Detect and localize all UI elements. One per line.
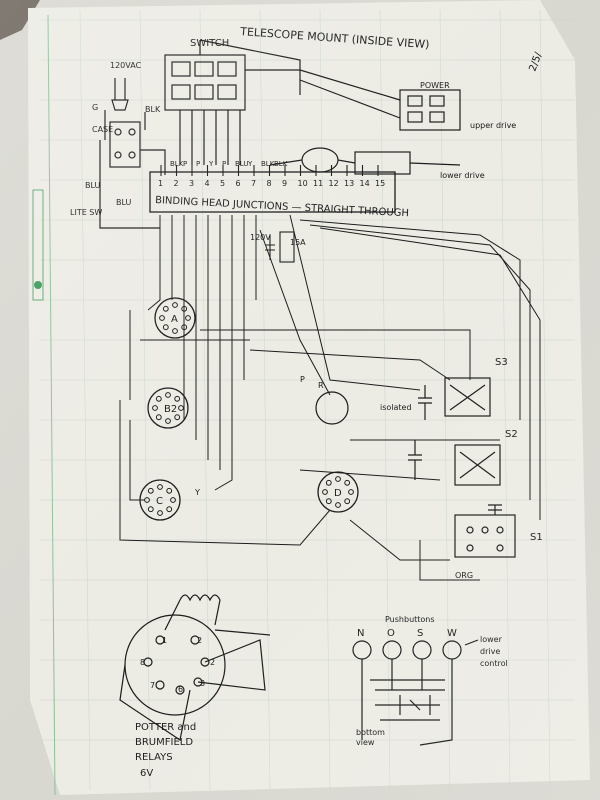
sleeve-glare (0, 0, 600, 800)
schematic-page: TELESCOPE MOUNT (INSIDE VIEW) SWITCH 2/5… (0, 0, 600, 800)
